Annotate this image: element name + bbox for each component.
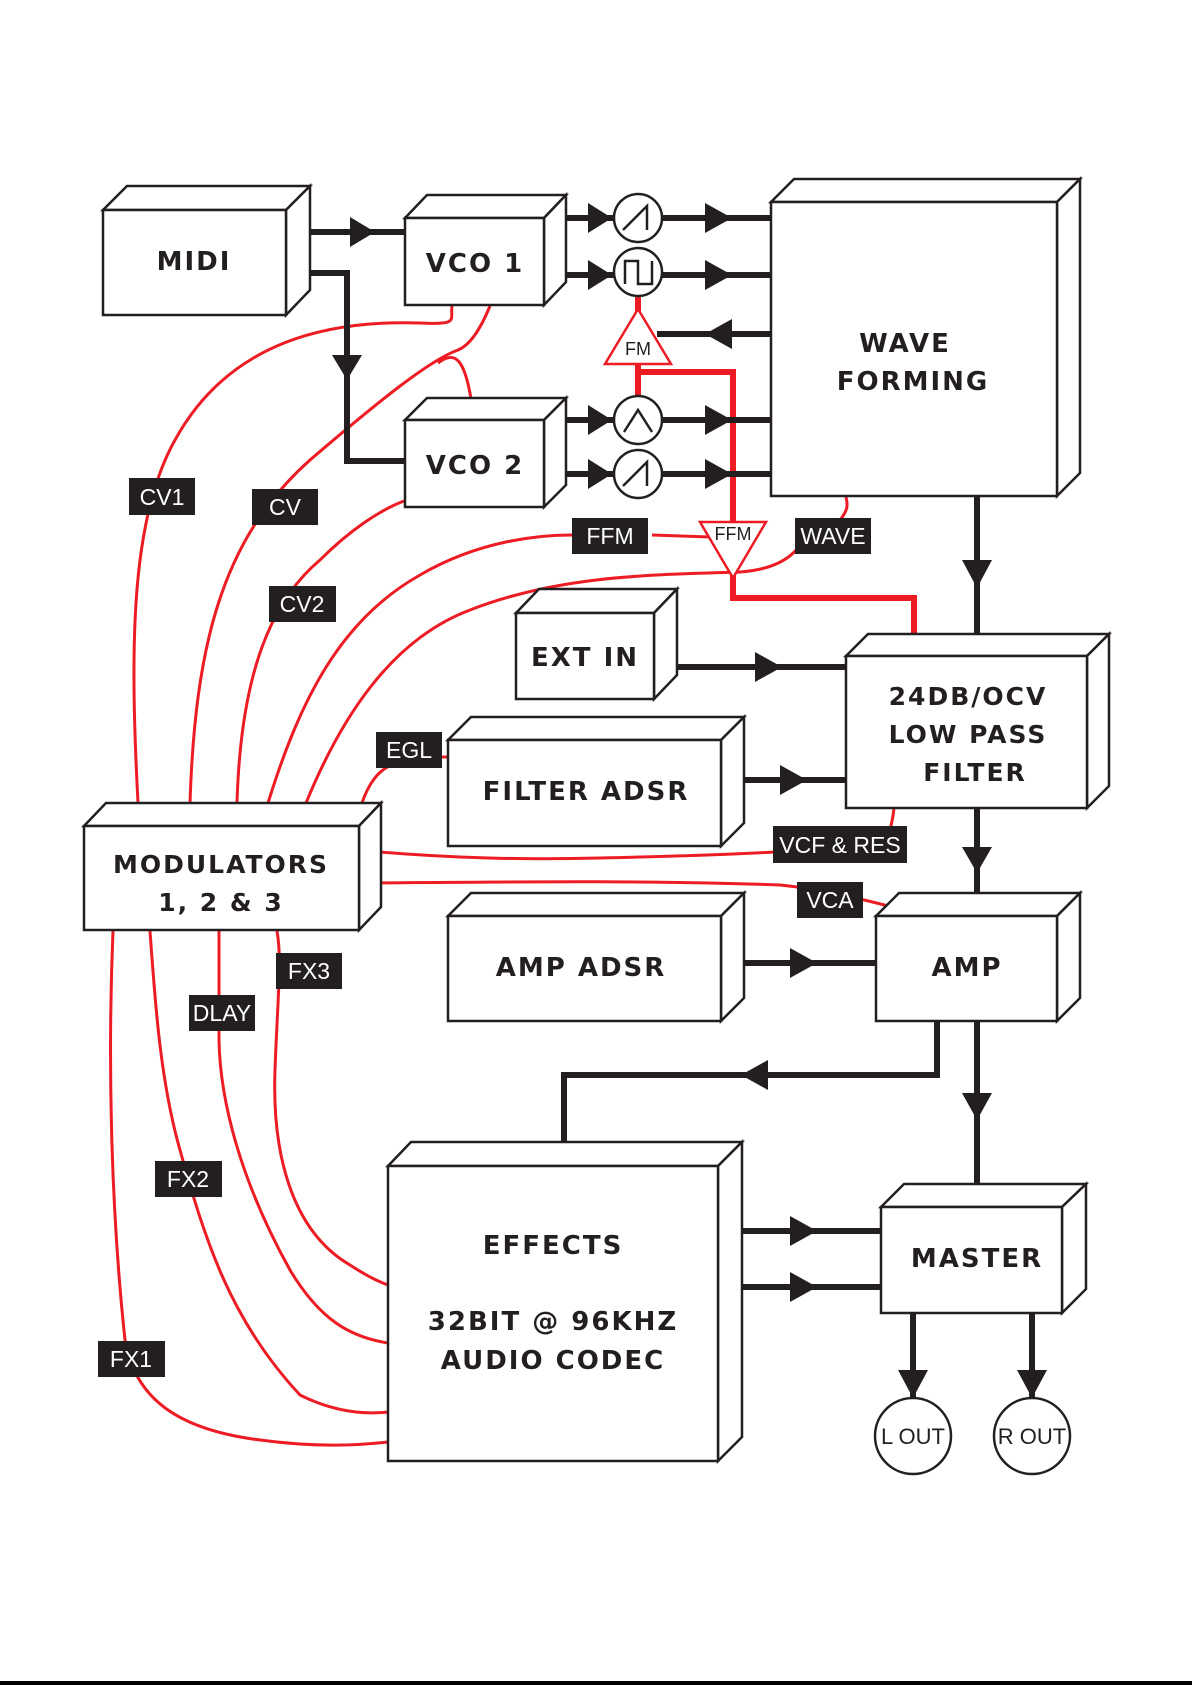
- cable-wave-tag: [840, 497, 847, 520]
- fm-label: FM: [625, 339, 651, 359]
- block-midi-label: MIDI: [157, 247, 232, 277]
- ffm-to-filter: [733, 568, 914, 642]
- block-amp-label: AMP: [931, 953, 1002, 983]
- output-left-label: L OUT: [881, 1424, 945, 1449]
- svg-text:WAVE: WAVE: [800, 523, 865, 549]
- arrow-midi-vco1: [350, 217, 375, 247]
- osc-vco1-square: [614, 248, 662, 296]
- svg-text:CV1: CV1: [140, 484, 185, 510]
- block-vco1-label: VCO 1: [426, 249, 524, 279]
- svg-text:CV2: CV2: [280, 591, 325, 617]
- block-effects: EFFECTS 32BIT @ 96KHZ AUDIO CODEC: [388, 1142, 742, 1461]
- block-filter-adsr-label: FILTER ADSR: [483, 777, 690, 807]
- block-master: MASTER: [881, 1184, 1086, 1313]
- tag-vca: VCA: [797, 882, 863, 918]
- block-ext-in: EXT IN: [516, 589, 677, 699]
- block-midi: MIDI: [103, 186, 310, 315]
- block-modulators-label-2: 1, 2 & 3: [158, 888, 284, 917]
- svg-text:CV: CV: [269, 494, 302, 520]
- osc-vco1-saw: [614, 194, 662, 242]
- block-modulators: MODULATORS 1, 2 & 3: [84, 803, 381, 930]
- block-amp-adsr: AMP ADSR: [448, 893, 744, 1021]
- page-bottom-rule: [0, 1681, 1192, 1685]
- block-wave-forming: WAVE FORMING: [771, 179, 1080, 496]
- block-effects-label-1: EFFECTS: [483, 1231, 624, 1261]
- svg-text:VCF & RES: VCF & RES: [779, 832, 900, 858]
- svg-text:DLAY: DLAY: [193, 1000, 251, 1026]
- tag-dlay: DLAY: [189, 995, 255, 1031]
- tag-fx3: FX3: [276, 953, 342, 989]
- block-vco1: VCO 1: [405, 195, 566, 305]
- tag-ffm: FFM: [572, 518, 648, 554]
- block-filter-label-3: FILTER: [923, 758, 1027, 787]
- svg-text:VCA: VCA: [806, 887, 854, 913]
- block-vco2: VCO 2: [405, 398, 566, 507]
- cable-vcf-res: [368, 851, 775, 859]
- osc-vco2-saw: [614, 450, 662, 498]
- block-filter: 24DB/OCV LOW PASS FILTER: [846, 634, 1109, 808]
- arrow-midi-vco2: [332, 355, 362, 380]
- svg-text:EGL: EGL: [386, 737, 432, 763]
- block-master-label: MASTER: [911, 1244, 1043, 1274]
- tag-vcf-res: VCF & RES: [773, 826, 907, 863]
- tag-cv: CV: [252, 489, 318, 525]
- block-wave-forming-label-2: FORMING: [837, 367, 990, 397]
- tag-fx2: FX2: [155, 1161, 222, 1197]
- block-filter-label-2: LOW PASS: [889, 720, 1048, 749]
- svg-text:FFM: FFM: [586, 523, 633, 549]
- block-amp-adsr-label: AMP ADSR: [496, 953, 667, 983]
- svg-text:FX3: FX3: [288, 958, 330, 984]
- output-right-label: R OUT: [998, 1424, 1066, 1449]
- block-effects-label-2: 32BIT @ 96KHZ: [428, 1307, 678, 1337]
- output-right: R OUT: [994, 1398, 1070, 1474]
- cable-dlay: [219, 931, 388, 1343]
- block-ext-in-label: EXT IN: [531, 643, 639, 673]
- block-wave-forming-label-1: WAVE: [859, 329, 951, 359]
- output-left: L OUT: [875, 1398, 951, 1474]
- block-effects-label-3: AUDIO CODEC: [441, 1346, 665, 1376]
- block-vco2-label: VCO 2: [426, 451, 524, 481]
- cable-cv1: [134, 306, 452, 803]
- cable-egl: [362, 765, 392, 803]
- fm-bus-to-ffm: [638, 372, 733, 522]
- cable-cv: [190, 306, 490, 803]
- tag-cv1: CV1: [129, 478, 195, 515]
- block-filter-label-1: 24DB/OCV: [889, 682, 1048, 711]
- svg-text:FX1: FX1: [110, 1346, 152, 1372]
- tag-wave: WAVE: [795, 518, 871, 554]
- tag-cv2: CV2: [269, 586, 336, 622]
- block-modulators-label-1: MODULATORS: [113, 850, 329, 879]
- cable-ffm-to-amp: [652, 535, 710, 537]
- tag-egl: EGL: [376, 732, 442, 768]
- osc-vco2-triangle: [614, 396, 662, 444]
- svg-text:FX2: FX2: [167, 1166, 209, 1192]
- block-filter-adsr: FILTER ADSR: [448, 717, 744, 846]
- tag-fx1: FX1: [98, 1341, 165, 1377]
- block-amp: AMP: [876, 893, 1080, 1021]
- ffm-label: FFM: [715, 524, 752, 544]
